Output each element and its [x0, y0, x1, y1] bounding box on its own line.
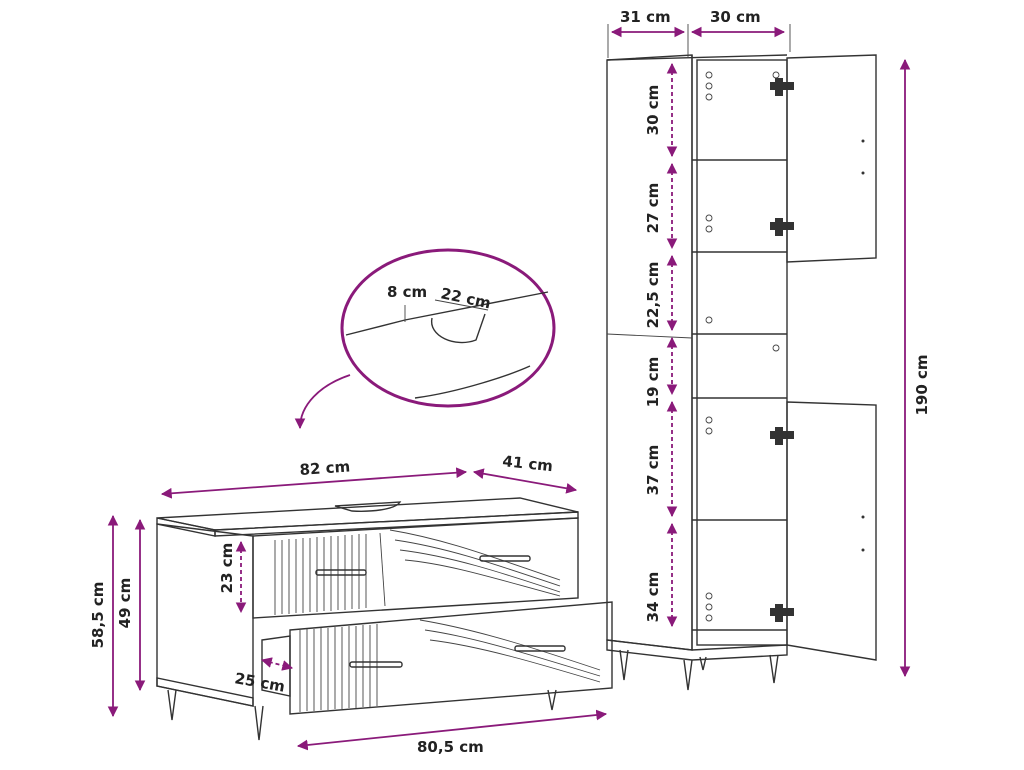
vanity-width-label: 82 cm	[299, 458, 351, 479]
vanity-dimensions: 82 cm 41 cm 58,5 cm 49 cm 23 cm 25 cm 80…	[89, 452, 608, 756]
drawer-depth-label: 25 cm	[233, 669, 286, 696]
drawer-width-label: 80,5 cm	[417, 738, 484, 756]
cutout-detail: 8 cm 22 cm	[294, 248, 556, 430]
shelf-3-label: 22,5 cm	[644, 262, 662, 329]
tall-height-label: 190 cm	[913, 354, 931, 415]
vanity-unit	[156, 497, 613, 741]
tall-cabinet	[606, 54, 877, 691]
shelf-4-label: 19 cm	[644, 357, 662, 408]
tall-width-label: 30 cm	[710, 8, 761, 26]
vanity-body-height-label: 49 cm	[116, 578, 134, 629]
vanity-depth-label: 41 cm	[502, 452, 554, 475]
tall-depth-label: 31 cm	[620, 8, 671, 26]
shelf-1-label: 30 cm	[644, 85, 662, 136]
tall-cabinet-dimensions: 31 cm 30 cm 190 cm 30 cm 27 cm 22,5 cm 1…	[607, 8, 931, 678]
shelf-6-label: 34 cm	[644, 572, 662, 623]
shelf-5-label: 37 cm	[644, 445, 662, 496]
vanity-total-height-label: 58,5 cm	[89, 582, 107, 649]
shelf-2-label: 27 cm	[644, 183, 662, 234]
drawer-height-label: 23 cm	[218, 543, 236, 594]
cutout-depth-label: 8 cm	[387, 283, 427, 301]
